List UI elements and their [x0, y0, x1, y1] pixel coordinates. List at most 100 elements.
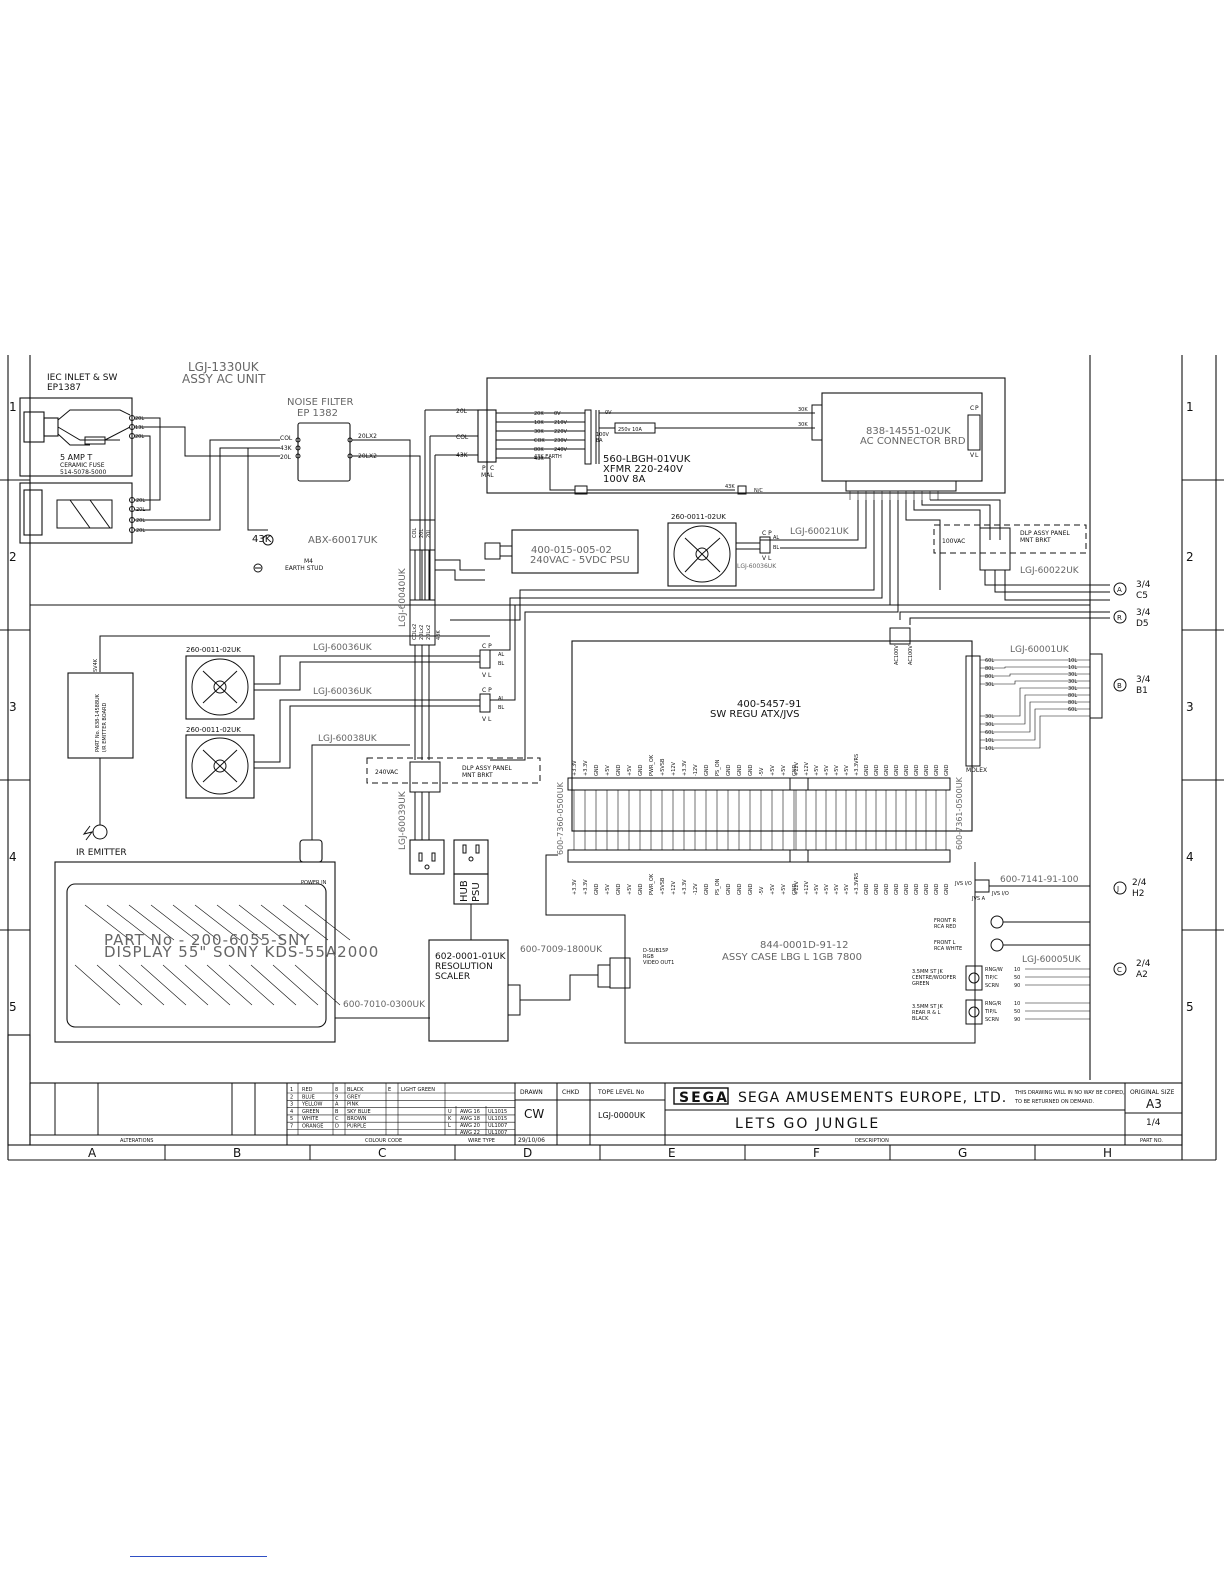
svg-text:0V: 0V: [554, 411, 561, 417]
svg-text:BL: BL: [498, 661, 504, 667]
fan-part: 260-0011-02UK: [671, 513, 726, 521]
svg-text:JVS I/O: JVS I/O: [954, 881, 972, 887]
svg-text:CHKD: CHKD: [562, 1089, 580, 1096]
svg-text:ORIGINAL SIZE: ORIGINAL SIZE: [1130, 1089, 1175, 1096]
inlet-wire-label: 20L: [135, 416, 144, 422]
svg-text:GREEN: GREEN: [912, 981, 930, 987]
svg-text:BL: BL: [498, 705, 504, 711]
svg-text:J: J: [1116, 885, 1119, 893]
inlet-wire-label: 20L: [136, 498, 145, 504]
svg-text:COLOUR CODE: COLOUR CODE: [365, 1138, 402, 1144]
ac-unit-name: ASSY AC UNIT: [182, 372, 266, 386]
harness-lgj-60001uk: LGJ-60001UK: [1010, 645, 1070, 655]
display-part: PART No - 200-6055-SNY: [104, 931, 311, 949]
pin-label-top: +12V: [794, 761, 800, 776]
colour-code-cell: LIGHT GREEN: [401, 1087, 435, 1093]
ac-connector-name: AC CONNECTOR BRD: [860, 436, 966, 447]
svg-text:C P: C P: [482, 643, 492, 650]
colour-code-cell: C: [335, 1116, 339, 1122]
pin-label-top: GND: [884, 764, 890, 776]
svg-text:3/4: 3/4: [1136, 608, 1151, 618]
svg-text:BL: BL: [773, 545, 779, 551]
fuse-part: 514-5078-5000: [60, 469, 107, 476]
svg-text:V L: V L: [762, 555, 772, 562]
footer-link-underline[interactable]: [130, 1556, 267, 1557]
power-outlet-1: [409, 839, 445, 875]
colour-code-cell: GREEN: [302, 1109, 320, 1115]
pin-label-bottom: +12V: [804, 880, 810, 895]
svg-text:DLP ASSY PANEL: DLP ASSY PANEL: [1020, 530, 1070, 537]
svg-text:DESCRIPTION: DESCRIPTION: [855, 1138, 889, 1144]
pin-label-top: +12V: [804, 761, 810, 776]
case-label: 844-0001D-91-12 ASSY CASE LBG L 1GB 7800: [722, 940, 862, 963]
svg-text:8A: 8A: [596, 438, 603, 444]
colour-code-cell: GREY: [347, 1094, 362, 1100]
svg-text:10K: 10K: [534, 420, 544, 426]
svg-text:10: 10: [1014, 967, 1020, 973]
row-marker-3: 3: [1186, 700, 1194, 714]
vertical-harness: COL 20L 20L COLx2 20Lx2 20Lx2 43K LGJ-60…: [398, 519, 485, 760]
harness-lgj-60005uk: LGJ-60005UK: [1022, 955, 1082, 965]
fuse-type: CERAMIC FUSE: [60, 462, 105, 469]
svg-text:THIS DRAWING WILL IN NO WAY BE: THIS DRAWING WILL IN NO WAY BE COPIED,: [1014, 1090, 1125, 1096]
row-marker-1: 1: [9, 400, 17, 414]
pin-label-bottom: +5V: [781, 884, 787, 895]
svg-text:30L: 30L: [1068, 672, 1077, 678]
harness-lgj-60040uk: LGJ-60040UK: [398, 567, 408, 627]
svg-text:90: 90: [1014, 983, 1020, 989]
svg-text:COL: COL: [456, 434, 469, 441]
svg-text:SCRN: SCRN: [985, 1017, 999, 1023]
scaler-part: 602-0001-01UK: [435, 952, 507, 962]
svg-text:COLx2: COLx2: [412, 624, 418, 640]
svg-text:50: 50: [1014, 975, 1020, 981]
pin-label-top: +5V: [770, 765, 776, 776]
pin-label-top: +5V: [834, 765, 840, 776]
svg-text:TOPE LEVEL No: TOPE LEVEL No: [597, 1089, 644, 1096]
svg-text:60L: 60L: [985, 658, 994, 664]
fan-icon: [667, 522, 737, 587]
pin-label-bottom: GND: [884, 883, 890, 895]
noise-filter-part: EP 1382: [297, 408, 338, 419]
wire-type-cell: UL1015: [488, 1109, 507, 1115]
colour-code-cell: PINK: [347, 1102, 359, 1108]
top-level-number: LGJ-0000UK: [598, 1111, 646, 1120]
pin-label-bottom: GND: [616, 883, 622, 895]
svg-text:FRONT R: FRONT R: [934, 918, 957, 924]
transformer-rating: XFMR 220-240V: [603, 464, 683, 475]
ac-unit-label: LGJ-1330UK ASSY AC UNIT: [182, 360, 266, 386]
sega-logo-text: SEGA: [679, 1090, 729, 1106]
svg-text:10L: 10L: [1068, 658, 1077, 664]
pin-label-top: GND: [874, 764, 880, 776]
svg-text:3/4: 3/4: [1136, 675, 1151, 685]
svg-text:3.5MM ST JK: 3.5MM ST JK: [912, 1004, 943, 1010]
column-marker-e: E: [668, 1146, 676, 1160]
noise-filter-in-label: 43K: [280, 445, 293, 452]
display: PART No - 200-6055-SNY DISPLAY 55" SONY …: [54, 835, 430, 1043]
pin-label-top: GND: [704, 764, 710, 776]
svg-text:C: C: [970, 405, 974, 412]
pin-label-bottom: +3.3V: [682, 879, 688, 895]
svg-text:MAL: MAL: [481, 472, 494, 479]
pin-label-top: GND: [924, 764, 930, 776]
pin-label-bottom: +12V: [671, 880, 677, 895]
drawn-by: CW: [524, 1107, 544, 1121]
pin-label-bottom: +3.3V: [583, 879, 589, 895]
pin-label-bottom: +5VSB: [660, 877, 666, 895]
wire-type-cell: AWG 22: [460, 1130, 480, 1136]
psu-5v: 400-015-005-02 240VAC - 5VDC PSU: [484, 529, 639, 574]
ir-led-icon: [92, 824, 108, 840]
hub-label: HUB: [459, 880, 470, 902]
earth-harness: ABX-60017UK: [308, 535, 378, 546]
ir-emitter-label: IR EMITTER: [76, 848, 127, 858]
pin-label-top: GND: [904, 764, 910, 776]
column-marker-b: B: [233, 1146, 241, 1160]
pin-label-bottom: +5V: [770, 884, 776, 895]
svg-text:10L: 10L: [985, 738, 994, 744]
svg-text:AL: AL: [498, 652, 504, 658]
svg-text:RGB: RGB: [643, 954, 654, 960]
scaler-line3: SCALER: [435, 972, 470, 982]
pin-label-bottom: GND: [748, 883, 754, 895]
fuse-rating: 5 AMP T: [60, 453, 92, 462]
wire-type-cell: UL1007: [488, 1130, 507, 1136]
svg-text:43K: 43K: [456, 452, 469, 459]
